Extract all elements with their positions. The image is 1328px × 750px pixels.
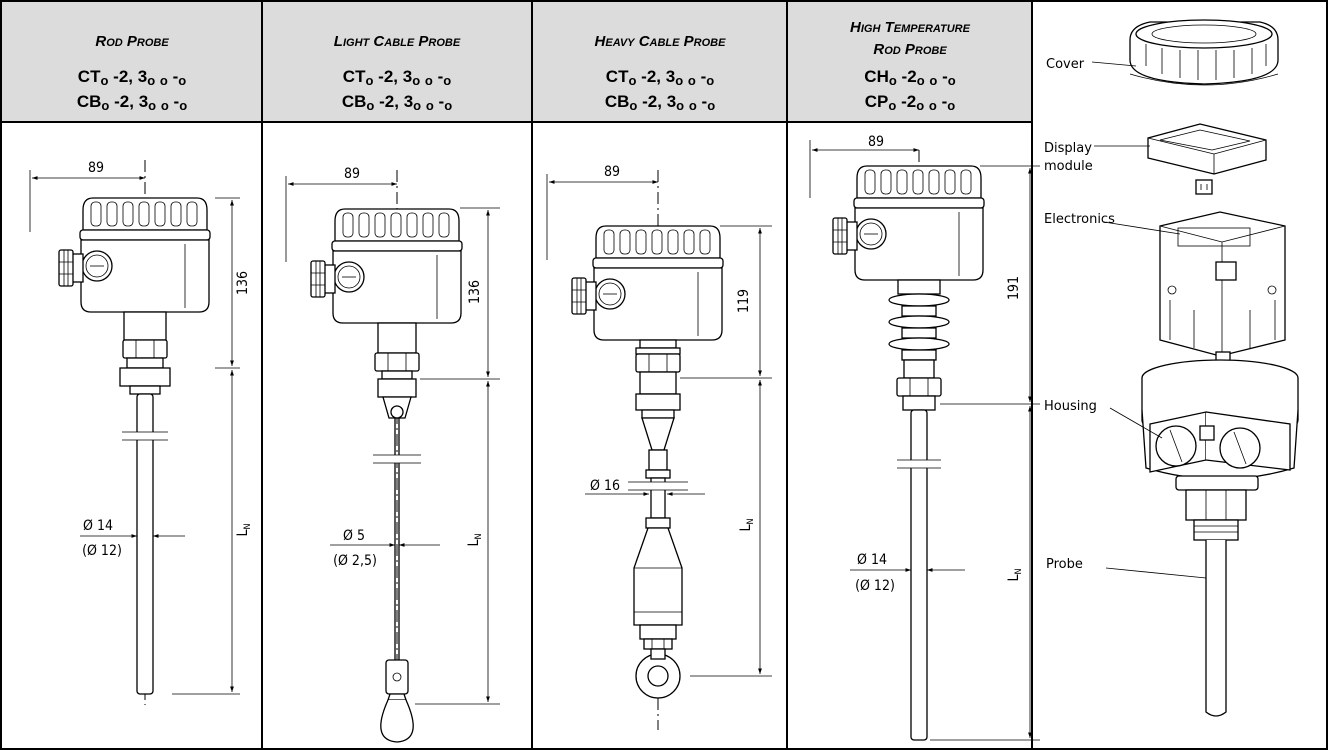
drawing-rod-probe: 89 136 LN Ø 14 (Ø 12) [29,160,253,705]
height-dimension: 136 [467,280,483,304]
model-code: CPo -2o o -o [865,92,956,113]
diameter-dimension: Ø 14 [857,552,887,568]
drawing-high-temperature-rod-probe: 89 191 LN Ø 14 (Ø 12) [809,134,1040,741]
exploded-view: Cover Display module Electronics Housing… [1044,19,1299,717]
height-dimension: 136 [235,271,251,295]
header-heavy-cable-probe: HEAVY CABLE PROBE CTo -2, 3o o -o CBo -2… [595,33,727,113]
label-housing: Housing [1044,399,1097,414]
model-code: CTo -2, 3o o -o [606,67,714,88]
column-title: HIGH TEMPERATURE [850,19,971,36]
cover-part [1129,19,1279,86]
model-code: CHo -2o o -o [864,67,955,88]
diameter-alt-dimension: (Ø 2,5) [333,553,377,569]
drawing-light-cable-probe: 89 136 LN Ø 5 (Ø 2,5) [285,166,500,743]
height-dimension: 119 [736,289,752,313]
label-display-line1: Display [1044,141,1092,156]
header-high-temperature-rod-probe: HIGH TEMPERATURE ROD PROBE CHo -2o o -o … [850,19,971,113]
model-code: CBo -2, 3o o -o [605,92,715,113]
header-rod-probe: ROD PROBE CTo -2, 3o o -o CBo -2, 3o o -… [77,33,187,113]
width-dimension: 89 [868,134,884,150]
diameter-alt-dimension: (Ø 12) [82,543,122,559]
electronics-part [1159,211,1286,385]
column-title: HEAVY CABLE PROBE [595,33,727,50]
width-dimension: 89 [88,160,104,176]
label-probe: Probe [1046,557,1083,572]
drawing-heavy-cable-probe: 89 119 LN Ø 16 [546,164,772,730]
column-title: LIGHT CABLE PROBE [334,33,461,50]
header-light-cable-probe: LIGHT CABLE PROBE CTo -2, 3o o -o CBo -2… [334,33,461,113]
display-module-part [1147,123,1267,195]
model-code: CTo -2, 3o o -o [343,67,451,88]
probe-part [1205,540,1227,717]
diameter-dimension: Ø 14 [83,518,113,534]
width-dimension: 89 [604,164,620,180]
model-code: CBo -2, 3o o -o [342,92,452,113]
column-subtitle: ROD PROBE [873,41,947,58]
model-code: CBo -2, 3o o -o [77,92,187,113]
column-title: ROD PROBE [95,33,169,50]
housing-part [1141,359,1299,541]
label-display-line2: module [1044,159,1093,174]
label-cover: Cover [1046,57,1085,72]
model-code: CTo -2, 3o o -o [78,67,186,88]
diameter-alt-dimension: (Ø 12) [855,578,895,594]
label-electronics: Electronics [1044,212,1115,227]
diameter-dimension: Ø 5 [343,528,365,544]
width-dimension: 89 [344,166,360,182]
height-dimension: 191 [1006,276,1022,300]
diameter-dimension: Ø 16 [590,478,620,494]
